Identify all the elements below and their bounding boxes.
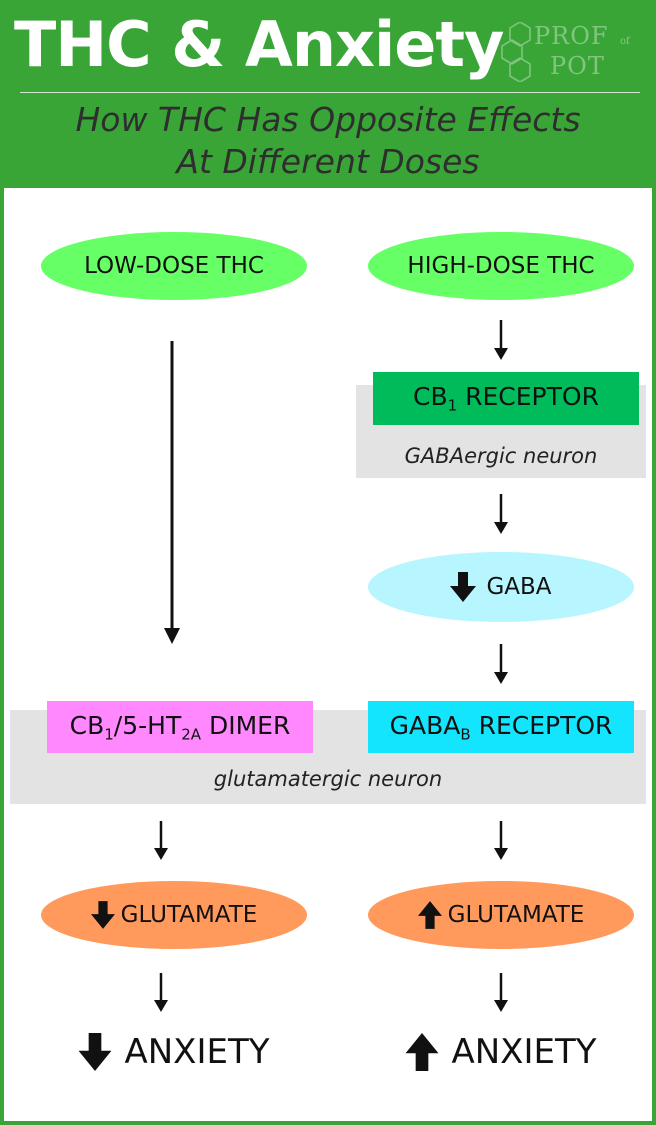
left-glutamate-node: GLUTAMATE: [41, 881, 307, 949]
gaba-label: GABA: [486, 574, 552, 600]
bold-up-arrow-icon: [406, 1033, 439, 1071]
flow-arrow-icon: [154, 821, 168, 860]
flow-arrow-icon: [494, 494, 508, 534]
cb1-5ht2a-dimer-label: CB1/5-HT2A DIMER: [69, 710, 291, 744]
low-dose-thc-node: LOW-DOSE THC: [41, 232, 307, 300]
cb1-receptor-box: CB1 RECEPTOR: [373, 372, 639, 425]
bold-down-arrow-icon: [450, 572, 477, 602]
flow-arrow-icon: [494, 644, 508, 684]
high-dose-thc-label: HIGH-DOSE THC: [407, 253, 595, 279]
flow-arrow-icon: [154, 973, 168, 1012]
left-anxiety-label: ANXIETY: [124, 1032, 270, 1072]
gabaergic-neuron-label: GABAergic neuron: [404, 444, 598, 468]
low-dose-thc-label: LOW-DOSE THC: [84, 253, 264, 279]
logo-text-prof: PROF: [534, 22, 609, 50]
gaba-node: GABA: [368, 552, 634, 622]
bold-up-arrow-icon: [417, 901, 442, 929]
prof-of-pot-logo: PROF of POT: [500, 22, 650, 84]
cb1-receptor-label: CB1 RECEPTOR: [413, 382, 599, 415]
hexagon-molecule-icon: [501, 22, 531, 82]
high-dose-thc-node: HIGH-DOSE THC: [368, 232, 634, 300]
cb1-5ht2a-dimer-box: CB1/5-HT2A DIMER: [47, 701, 313, 753]
logo-text-of: of: [620, 36, 630, 47]
right-glutamate-node: GLUTAMATE: [368, 881, 634, 949]
glutamatergic-neuron-label: glutamatergic neuron: [213, 767, 443, 791]
flow-arrow-icon: [494, 821, 508, 860]
flow-arrow-icon: [164, 341, 180, 644]
bold-down-arrow-icon: [90, 901, 115, 929]
gabab-receptor-box: GABAB RECEPTOR: [368, 701, 634, 753]
gabab-receptor-label: GABAB RECEPTOR: [389, 710, 613, 744]
left-glutamate-label: GLUTAMATE: [120, 902, 258, 928]
right-anxiety-label: ANXIETY: [451, 1032, 597, 1072]
bold-down-arrow-icon: [79, 1033, 112, 1071]
subtitle-line-1: How THC Has Opposite Effects: [75, 100, 581, 139]
header-divider: [20, 92, 640, 93]
flow-arrow-icon: [494, 973, 508, 1012]
diagram-panel: [4, 188, 652, 1121]
right-glutamate-label: GLUTAMATE: [447, 902, 585, 928]
logo-text-pot: POT: [550, 52, 605, 80]
page-title: THC & Anxiety: [14, 8, 504, 81]
right-anxiety-outcome: ANXIETY: [368, 1026, 634, 1078]
left-anxiety-outcome: ANXIETY: [41, 1026, 307, 1078]
flow-arrow-icon: [494, 320, 508, 360]
header: THC & Anxiety PROF of POT How THC Has Op…: [0, 0, 656, 188]
subtitle-line-2: At Different Doses: [176, 142, 480, 181]
